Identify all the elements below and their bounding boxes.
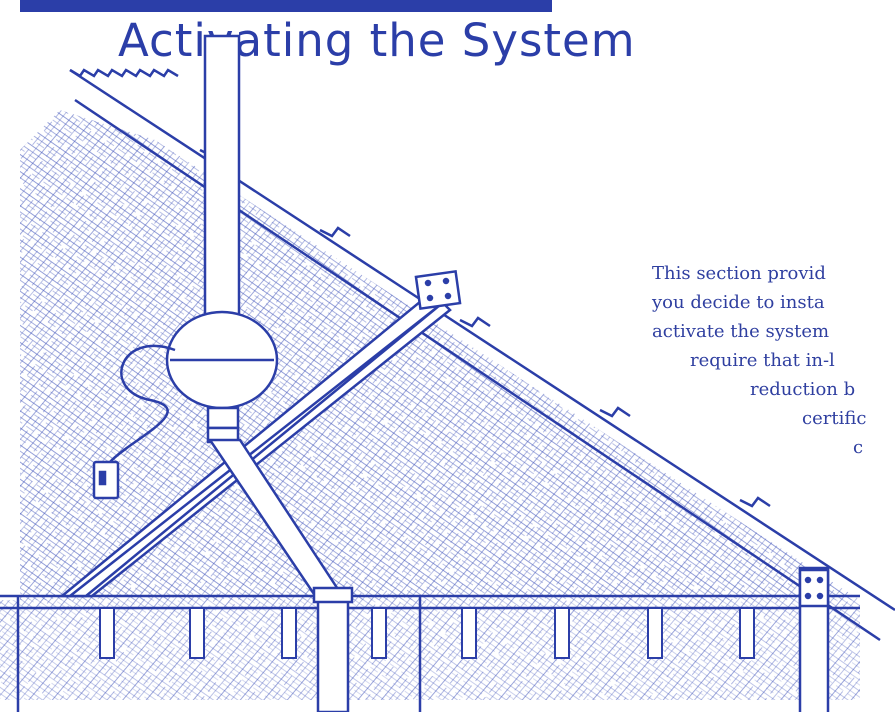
body-line: certific bbox=[802, 408, 867, 429]
body-line: require that in-l bbox=[690, 350, 835, 371]
body-line: This section provid bbox=[652, 263, 826, 284]
header-bar bbox=[20, 0, 552, 12]
floor-insulation bbox=[0, 600, 860, 700]
joist-stub bbox=[99, 607, 755, 659]
body-line: c bbox=[853, 437, 864, 458]
electrical-outlet-icon bbox=[92, 460, 120, 500]
right-post bbox=[798, 566, 830, 712]
fan-cord bbox=[109, 344, 176, 463]
vent-pipe bbox=[165, 34, 354, 712]
body-line: reduction b bbox=[750, 379, 856, 400]
body-line: you decide to insta bbox=[652, 292, 825, 313]
body-line: activate the system bbox=[652, 321, 830, 342]
diagonal-brace bbox=[58, 269, 462, 598]
